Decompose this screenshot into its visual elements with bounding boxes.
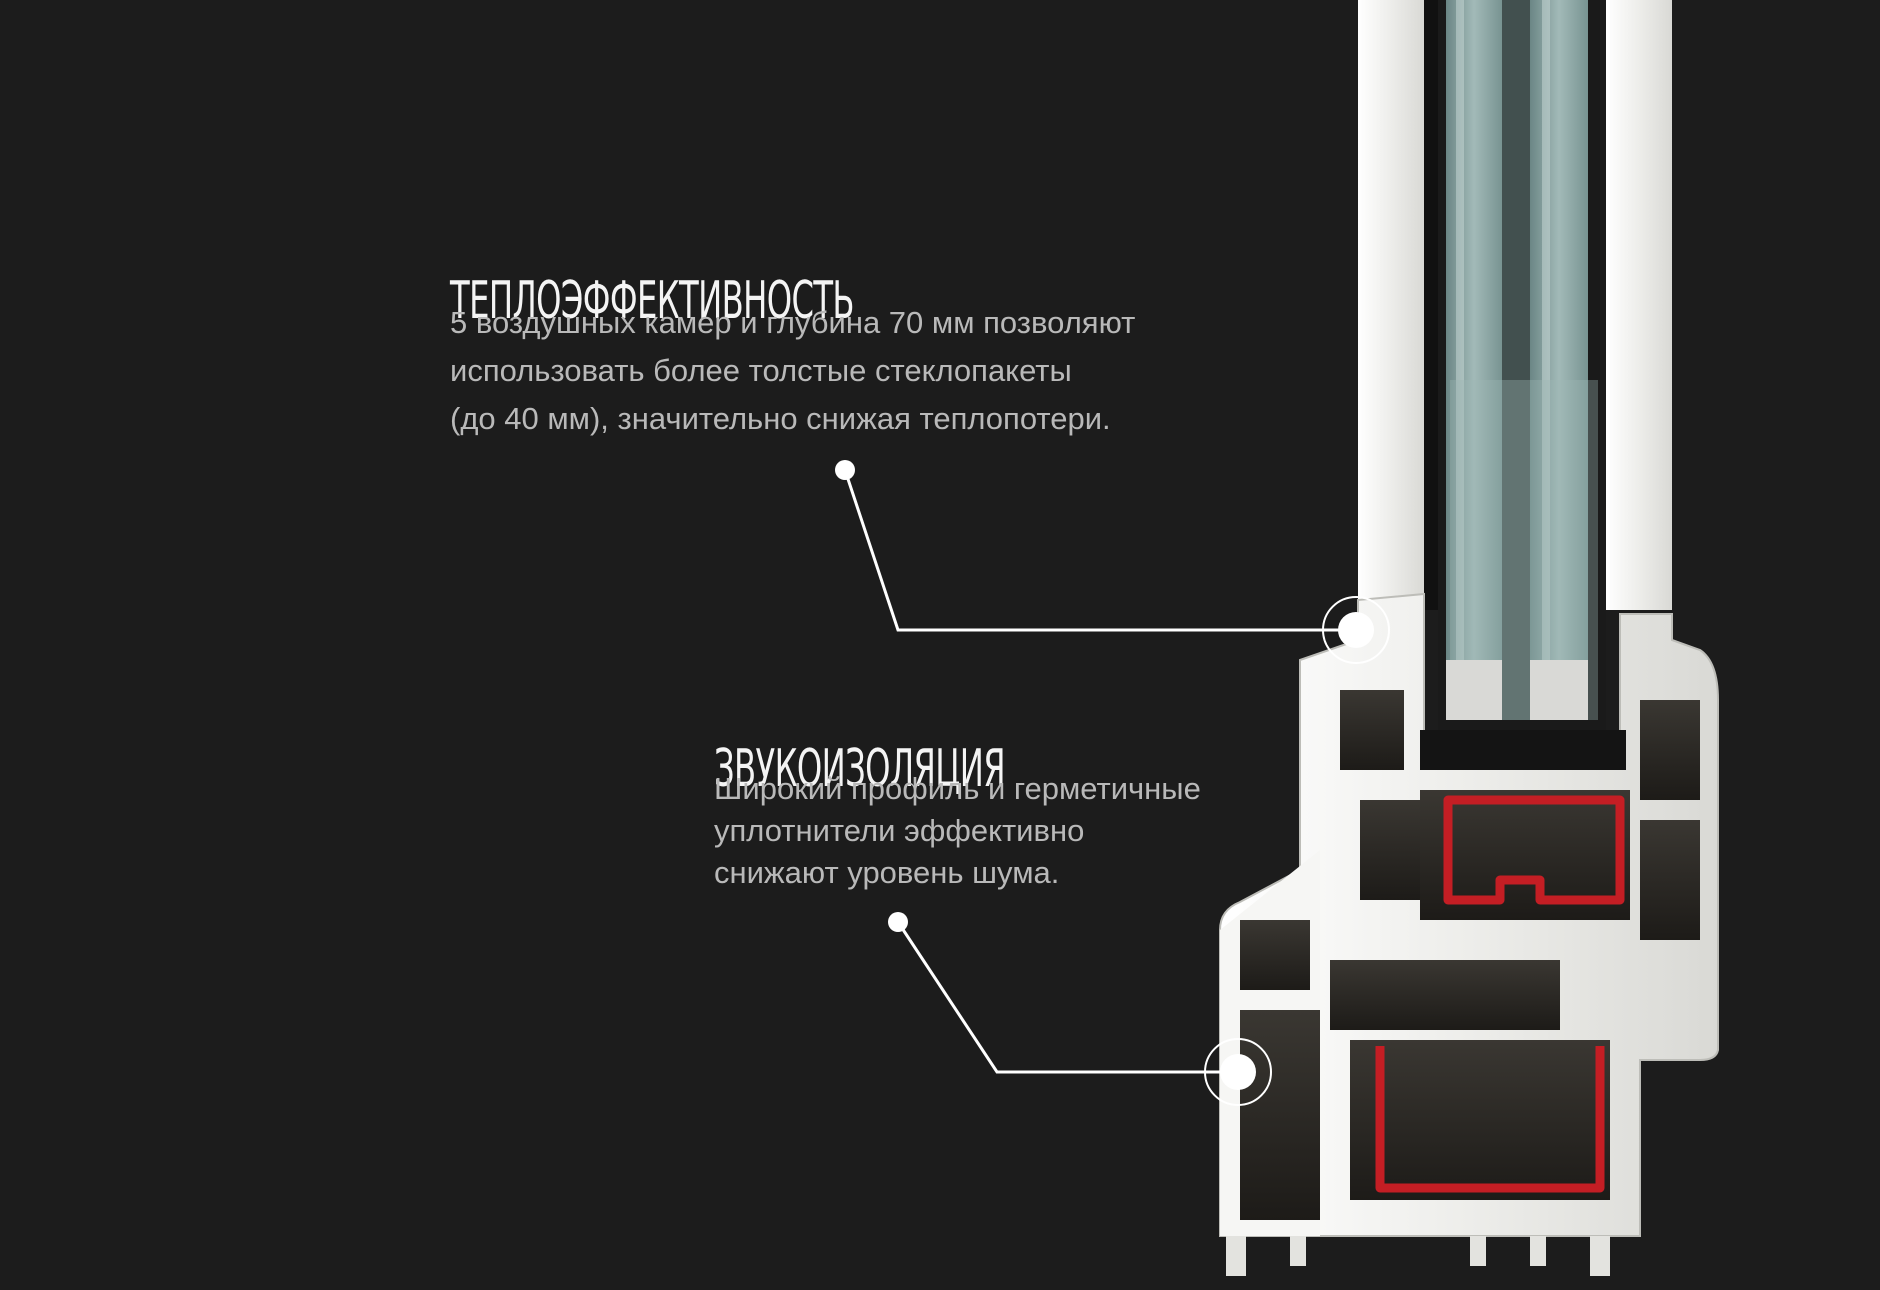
sound-insulation-title: Звукоизоляция	[714, 739, 1006, 800]
sound-pointer-target-dot	[1220, 1054, 1256, 1090]
glass-unit	[1438, 0, 1606, 730]
thermal-efficiency-title: Теплоэффективность	[450, 271, 855, 332]
thermal-pointer-origin-dot	[835, 460, 855, 480]
sound-pointer-target-ring	[1204, 1038, 1272, 1106]
sound-insulation-description: Широкий профиль и герметичные уплотнител…	[714, 771, 1201, 890]
window-profile	[1219, 592, 1719, 1276]
thermal-efficiency-description: 5 воздушных камер и глубина 70 мм позвол…	[450, 305, 1136, 436]
thermal-pointer-target-dot	[1338, 612, 1374, 648]
sound-pointer-origin-dot	[888, 912, 908, 932]
sound-pointer	[888, 912, 1272, 1106]
thermal-pointer	[835, 460, 1390, 664]
sash-frame	[1358, 0, 1672, 610]
thermal-pointer-target-ring	[1322, 596, 1390, 664]
